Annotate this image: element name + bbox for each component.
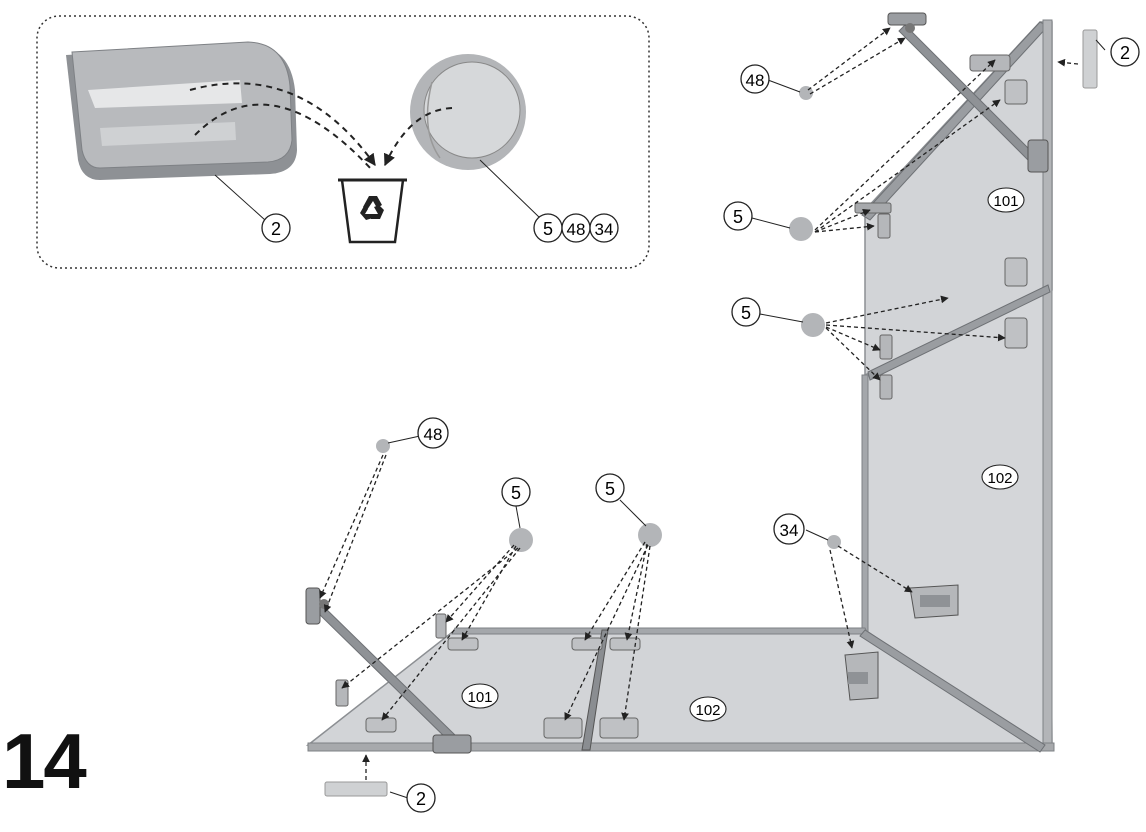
svg-text:2: 2 [416,789,426,809]
callout-inset-disc-b: 48 [561,213,591,243]
callout-corner-pad: 34 [773,513,805,545]
svg-text:102: 102 [987,470,1012,487]
svg-text:5: 5 [733,207,743,227]
label-panel-101-vertical: 101 [987,187,1025,213]
label-panel-101-floor: 101 [461,683,499,709]
dashed-arrows [319,27,1079,780]
pad-dots [376,86,841,552]
disc-part [410,54,526,170]
svg-text:2: 2 [1120,43,1130,63]
label-panel-102-floor: 102 [689,696,727,722]
svg-text:48: 48 [746,71,765,90]
callout-top-bracket: 48 [740,64,770,94]
svg-text:5: 5 [543,219,553,239]
callout-center-pads: 5 [595,473,625,503]
leader-lines [387,39,1106,799]
vertical-panels [854,12,1098,751]
svg-text:34: 34 [595,220,614,239]
tray-part [66,41,297,180]
inset-box: 2 5 48 34 [36,15,650,269]
svg-text:34: 34 [780,521,799,540]
callout-inset-disc-c: 34 [589,213,619,243]
svg-text:5: 5 [511,483,521,503]
callout-left-bracket: 48 [417,417,449,449]
svg-text:102: 102 [695,702,720,719]
svg-text:101: 101 [467,689,492,706]
svg-text:48: 48 [424,425,443,444]
floor-panels [305,587,1055,797]
svg-text:5: 5 [741,303,751,323]
step-number: 14 [2,717,87,805]
svg-text:5: 5 [605,479,615,499]
svg-text:101: 101 [993,193,1018,210]
callout-bottom-cap: 2 [406,783,436,813]
label-panel-102-vertical: 102 [981,464,1019,490]
callout-inset-tray: 2 [261,213,291,243]
callout-middle-pads: 5 [731,297,761,327]
callout-left-pads: 5 [501,477,531,507]
callout-upper-pads: 5 [723,201,753,231]
callout-inset-disc-a: 5 [533,213,563,243]
svg-text:2: 2 [271,219,281,239]
callout-top-right-cap: 2 [1110,37,1140,67]
svg-text:48: 48 [567,220,586,239]
recycle-bin-icon [338,178,407,244]
